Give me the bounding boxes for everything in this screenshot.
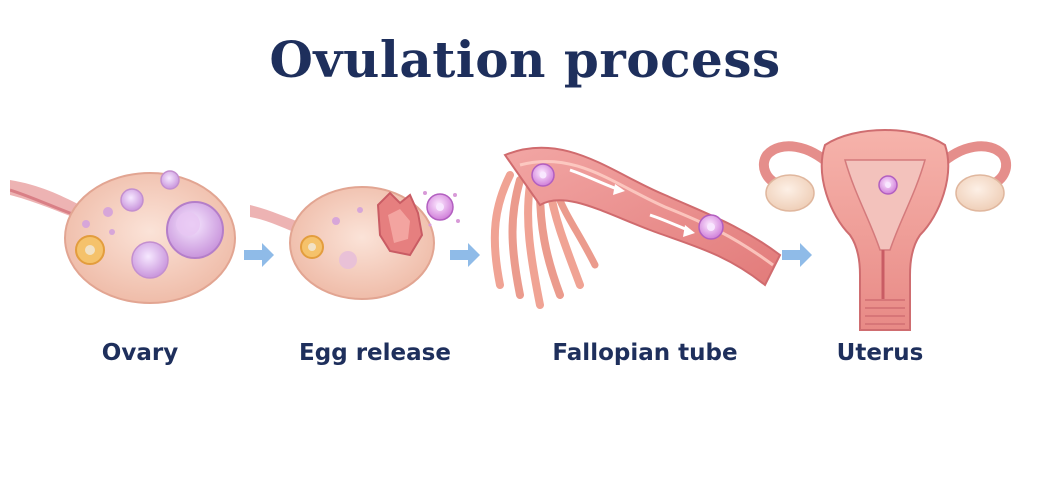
ruptured-follicle-icon	[250, 186, 460, 300]
stage-fallopian-tube	[485, 135, 785, 320]
arrow-right-icon	[450, 243, 480, 267]
ovary-icon	[10, 170, 236, 304]
fallopian-tube-icon	[490, 146, 782, 309]
uterus-icon	[758, 129, 1012, 331]
arrow-right-icon	[782, 243, 812, 267]
arrow-right-icon	[244, 243, 274, 267]
label-ovary: Ovary	[101, 340, 179, 366]
stage-uterus	[755, 125, 1015, 335]
label-egg-release: Egg release	[299, 340, 451, 366]
stage-ovary	[10, 150, 240, 310]
stage-egg-release	[250, 165, 470, 305]
page-title: Ovulation process	[269, 30, 781, 89]
label-uterus: Uterus	[836, 340, 924, 366]
label-fallopian-tube: Fallopian tube	[552, 340, 738, 366]
